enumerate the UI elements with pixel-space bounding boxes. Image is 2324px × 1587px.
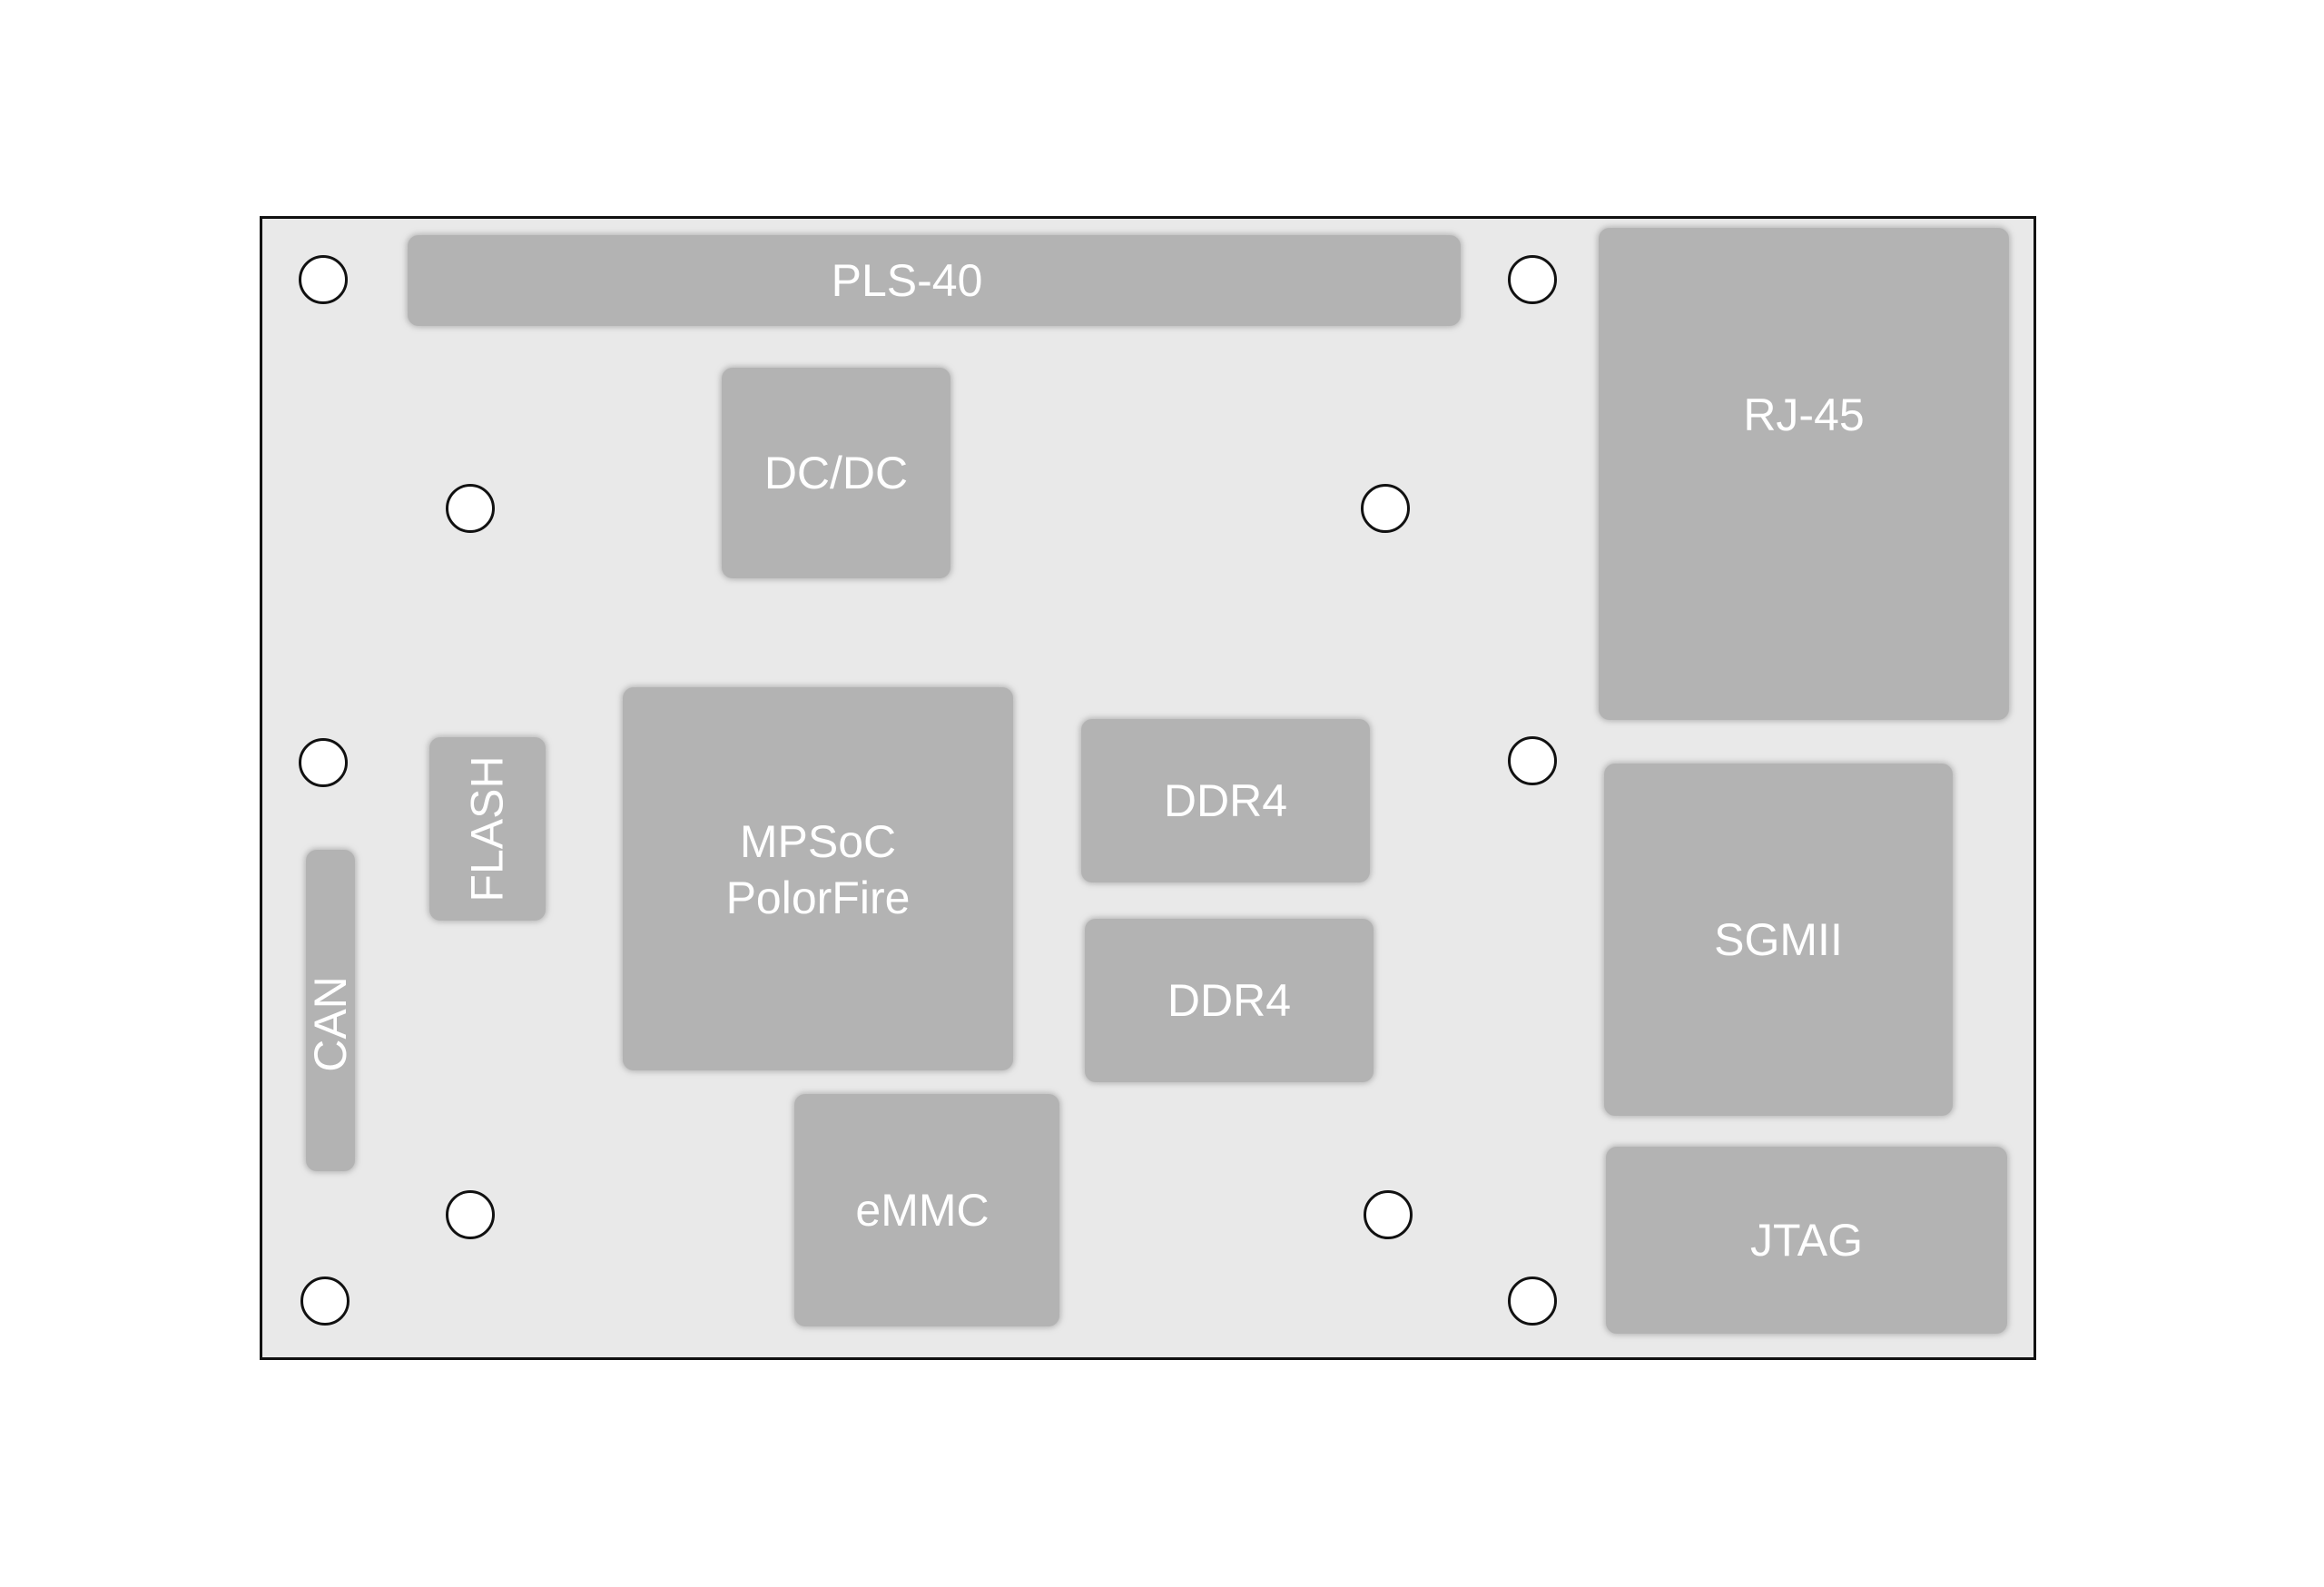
sgmii-label: SGMII: [1714, 914, 1843, 965]
emmc-chip: eMMC: [794, 1094, 1059, 1326]
mpsoc-chip: MPSoC PolorFire: [623, 687, 1013, 1070]
mounting-hole-middle-right: [1508, 736, 1557, 785]
ddr4-bottom-label: DDR4: [1167, 975, 1292, 1026]
ddr4-top-label: DDR4: [1163, 775, 1288, 826]
jtag-connector: JTAG: [1606, 1147, 2007, 1334]
mpsoc-label: MPSoC PolorFire: [726, 813, 911, 926]
pls40-connector: PLS-40: [408, 235, 1461, 326]
pcb-board: PLS-40 DC/DC RJ-45 FLASH CAN MPSoC Polor…: [260, 216, 2036, 1360]
ddr4-chip-top: DDR4: [1081, 719, 1370, 882]
can-connector: CAN: [305, 850, 356, 1171]
mpsoc-label-line1: MPSoC: [739, 816, 897, 867]
mounting-hole-middle-left: [299, 738, 348, 787]
pls40-label: PLS-40: [831, 255, 983, 306]
ddr4-chip-bottom: DDR4: [1085, 919, 1374, 1082]
flash-label: FLASH: [462, 755, 514, 902]
mounting-hole-upper-right-inner: [1361, 484, 1410, 533]
rj45-label: RJ-45: [1743, 389, 1865, 440]
jtag-label: JTAG: [1749, 1215, 1864, 1266]
mounting-hole-top-middle: [1508, 255, 1557, 304]
dcdc-label: DC/DC: [763, 448, 909, 498]
rj45-connector: RJ-45: [1599, 228, 2009, 720]
sgmii-module: SGMII: [1604, 764, 1953, 1116]
dcdc-converter: DC/DC: [722, 368, 950, 578]
mounting-hole-upper-left-inner: [446, 484, 495, 533]
can-label: CAN: [305, 976, 357, 1072]
mounting-hole-top-left: [299, 255, 348, 304]
mounting-hole-bottom-left: [300, 1276, 350, 1326]
mounting-hole-bottom-middle: [1508, 1276, 1557, 1326]
mounting-hole-lower-left-inner: [446, 1190, 495, 1239]
mpsoc-label-line2: PolorFire: [725, 872, 911, 923]
mounting-hole-lower-right-inner: [1364, 1190, 1413, 1239]
emmc-label: eMMC: [855, 1185, 990, 1236]
flash-chip: FLASH: [429, 737, 546, 921]
